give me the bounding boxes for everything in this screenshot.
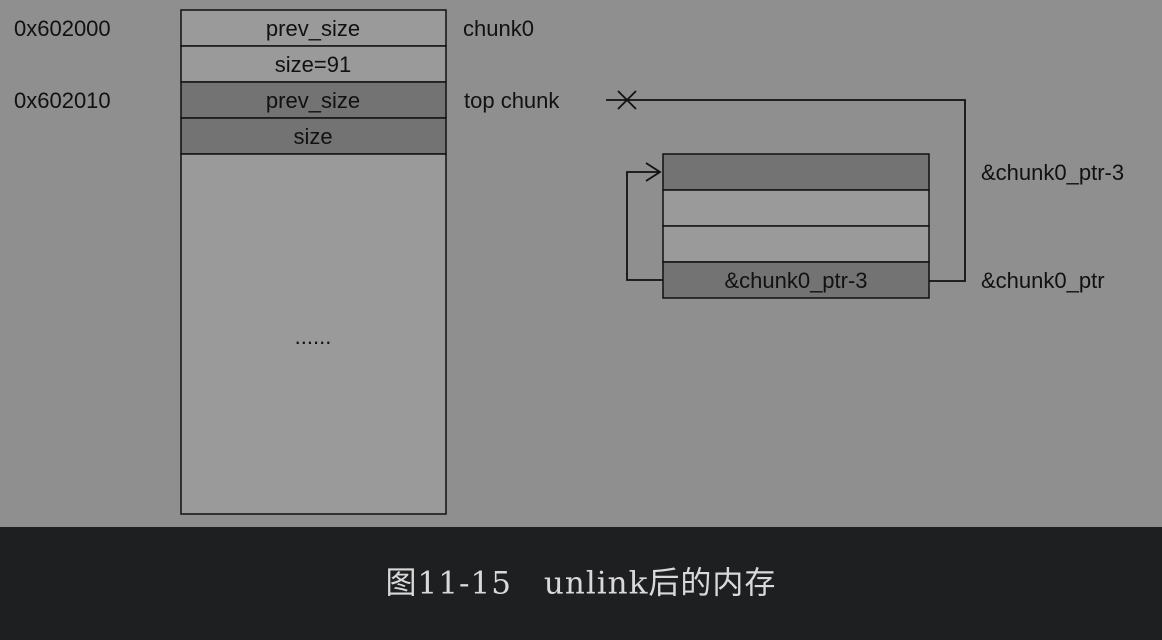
arrowhead-icon — [645, 162, 662, 182]
cut-pointer-line — [606, 90, 966, 282]
cell-label-prev-size: prev_size — [266, 16, 360, 41]
cell-label-size-91: size=91 — [275, 52, 351, 77]
diagram-background — [0, 0, 1162, 527]
self-pointer-arrow — [626, 162, 663, 281]
cell-top-chunk-size — [180, 117, 447, 155]
address-0x602000: 0x602000 — [14, 16, 111, 41]
chunk0-label: chunk0 — [463, 16, 534, 41]
figure-caption: 图11-15 unlink后的内存 — [385, 565, 777, 602]
cell-chunk0-prev-size — [180, 9, 447, 47]
unlink-memory-diagram: 0x602000 0x602010 prev_size size=91 prev… — [0, 0, 1162, 527]
pointer-table-row-1 — [662, 153, 930, 191]
caption-bar — [0, 527, 1162, 640]
cell-label-top-prev-size: prev_size — [266, 88, 360, 113]
pointer-label-bottom: &chunk0_ptr — [981, 268, 1105, 293]
address-0x602010: 0x602010 — [14, 88, 111, 113]
memory-column: prev_size size=91 prev_size size ...... — [180, 9, 447, 515]
pointer-table-row-4 — [662, 261, 930, 299]
pointer-table-row-2 — [662, 189, 930, 227]
cell-remaining-memory — [180, 153, 447, 515]
pointer-table: &chunk0_ptr-3 — [662, 153, 930, 299]
cell-chunk0-size — [180, 45, 447, 83]
cell-label-top-size: size — [293, 124, 332, 149]
pointer-table-row-3 — [662, 225, 930, 263]
pointer-cell-value: &chunk0_ptr-3 — [724, 268, 867, 293]
top-chunk-label: top chunk — [464, 88, 560, 113]
ellipsis-label: ...... — [295, 324, 332, 349]
pointer-label-top: &chunk0_ptr-3 — [981, 160, 1124, 185]
